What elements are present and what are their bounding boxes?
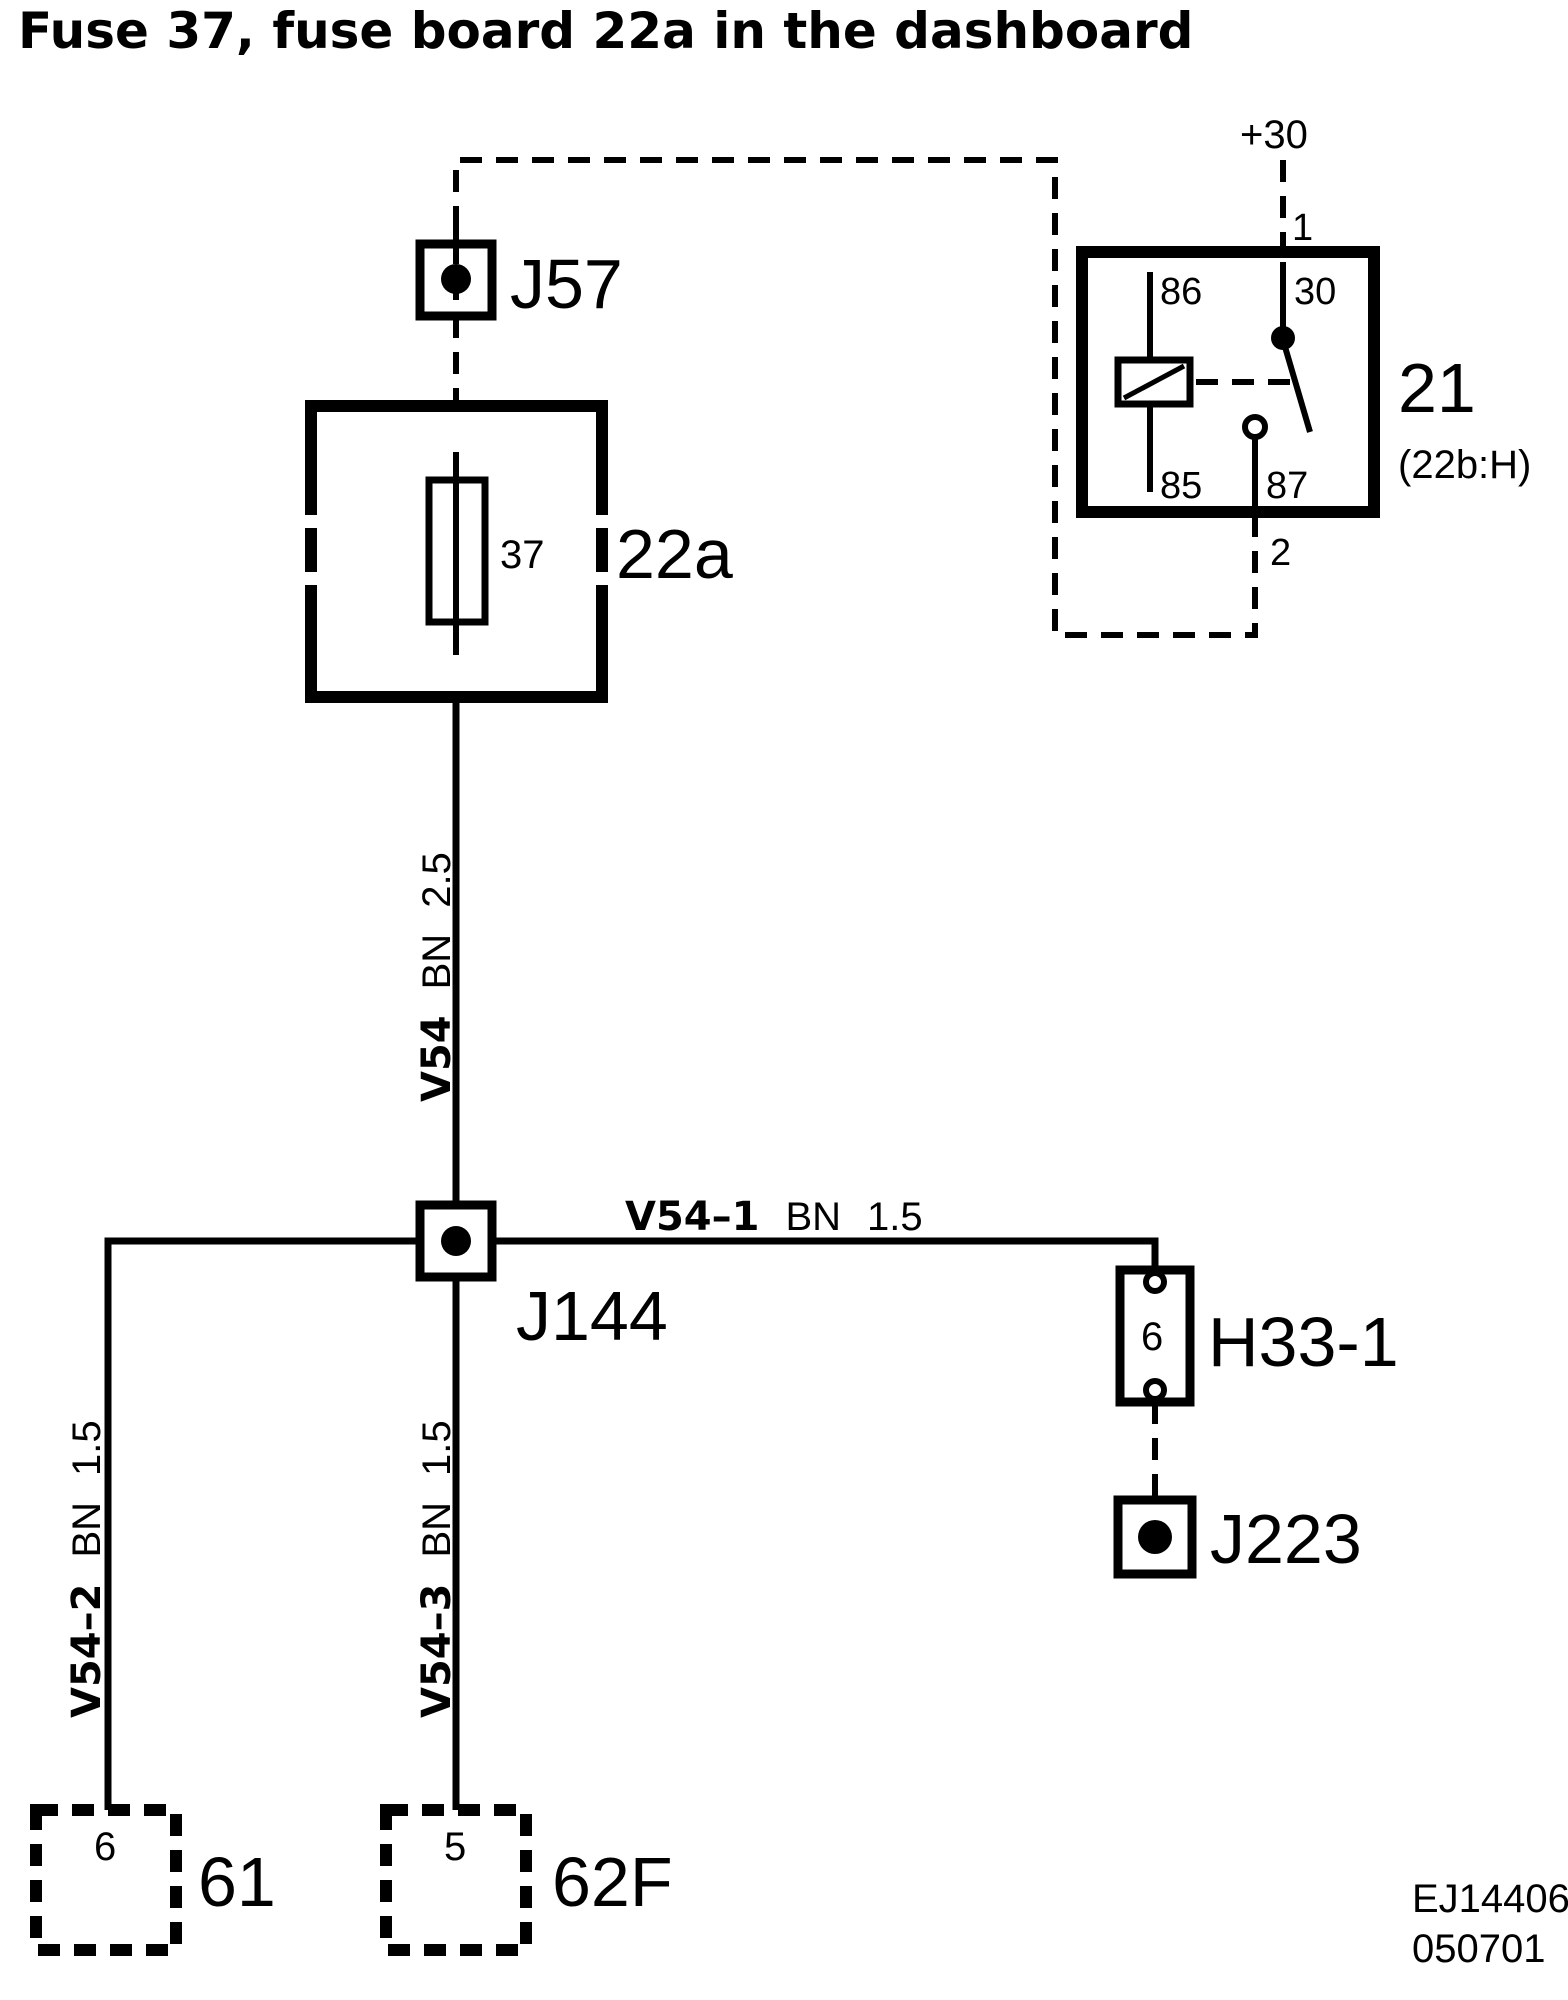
reference-date: 050701 <box>1412 1927 1545 1971</box>
connector-j57: J57 <box>415 210 623 406</box>
connector-j57-label: J57 <box>510 245 623 323</box>
wire-v54-3-label: V54–3 BN 1.5 <box>414 1420 460 1718</box>
wire-v54-label: V54 BN 2.5 <box>414 852 460 1102</box>
fuse-board-22a: 37 22a <box>305 400 733 703</box>
wire-v54-1-label: V54–1 BN 1.5 <box>625 1194 923 1240</box>
fuse-board-label: 22a <box>616 515 733 593</box>
relay-supply-label: +30 <box>1240 113 1308 157</box>
relay-pin-85: 85 <box>1160 465 1202 507</box>
relay-terminal-2: 2 <box>1270 532 1291 574</box>
component-62f-label: 62F <box>552 1843 673 1921</box>
wire-v54-1 <box>492 1237 1159 1270</box>
connector-h33-1-label: H33-1 <box>1208 1303 1399 1381</box>
component-61: 6 61 <box>30 1804 276 1956</box>
page-title: Fuse 37, fuse board 22a in the dashboard <box>18 2 1193 60</box>
relay-terminal-1: 1 <box>1292 207 1313 249</box>
wire-v54-2-label: V54–2 BN 1.5 <box>64 1420 110 1718</box>
connector-h33-1-pin: 6 <box>1141 1315 1163 1359</box>
relay-feed-dashed-wire <box>453 157 1258 638</box>
component-61-label: 61 <box>198 1843 276 1921</box>
fuse-37: 37 <box>425 452 545 655</box>
relay-pin-30: 30 <box>1294 271 1336 313</box>
component-61-pin: 6 <box>94 1825 116 1869</box>
relay-label: 21 <box>1398 349 1476 427</box>
connector-j223: J223 <box>1113 1495 1362 1579</box>
junction-j144-label: J144 <box>516 1277 668 1355</box>
junction-j144: J144 <box>415 1200 668 1355</box>
reference-code: EJ14406 <box>1412 1877 1568 1921</box>
component-62f-pin: 5 <box>444 1825 466 1869</box>
fuse-number-label: 37 <box>500 533 545 577</box>
component-62f: 5 62F <box>380 1804 673 1956</box>
relay-pin-87: 87 <box>1266 465 1308 507</box>
wire-v54-2 <box>104 1237 420 1810</box>
relay-21: +30 1 86 85 30 87 2 21 (22b:H) <box>1076 113 1531 574</box>
relay-location-label: (22b:H) <box>1398 443 1531 487</box>
relay-pin-86: 86 <box>1160 271 1202 313</box>
connector-h33-1: 6 H33-1 <box>1115 1265 1399 1407</box>
connector-j223-label: J223 <box>1210 1500 1362 1578</box>
